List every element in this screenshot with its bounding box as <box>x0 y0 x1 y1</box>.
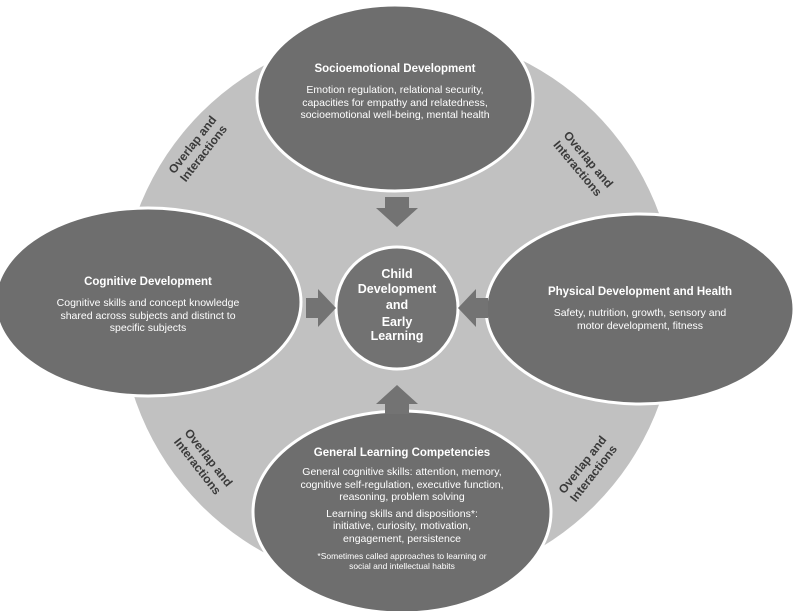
physical-box: Physical Development and Health Safety, … <box>530 285 750 332</box>
socioemotional-title: Socioemotional Development <box>314 63 476 75</box>
cognitive-ellipse <box>0 206 303 398</box>
socioemotional-description: Emotion regulation, relational security,… <box>300 84 490 121</box>
center-line-and: and <box>385 298 409 312</box>
arrow-down-icon <box>376 197 418 227</box>
cognitive-skills-description: General cognitive skills: attention, mem… <box>300 466 504 503</box>
learning-competencies-title: General Learning Competencies <box>313 447 491 459</box>
center-label: Child Development and Early Learning <box>347 267 447 344</box>
socioemotional-ellipse <box>255 3 535 193</box>
cognitive-description: Cognitive skills and concept knowledge s… <box>56 297 240 334</box>
physical-title: Physical Development and Health <box>547 286 733 298</box>
center-line-learning: Learning <box>370 329 424 343</box>
cognitive-box: Cognitive Development Cognitive skills a… <box>43 275 253 335</box>
cognitive-title: Cognitive Development <box>84 276 212 288</box>
arrow-left-icon <box>458 289 488 327</box>
arrow-up-icon <box>376 385 418 414</box>
approaches-footnote: *Sometimes called approaches to learning… <box>317 551 487 571</box>
socioemotional-box: Socioemotional Development Emotion regul… <box>290 62 500 122</box>
center-line-development: Development <box>357 281 437 296</box>
learning-dispositions-description: Learning skills and dispositions*: initi… <box>326 507 478 545</box>
center-line-early: Early <box>381 314 413 329</box>
learning-competencies-box: General Learning Competencies General co… <box>298 446 506 571</box>
center-line-child: Child <box>381 267 413 281</box>
physical-description: Safety, nutrition, growth, sensory and m… <box>553 307 727 332</box>
arrow-right-icon <box>306 289 336 327</box>
